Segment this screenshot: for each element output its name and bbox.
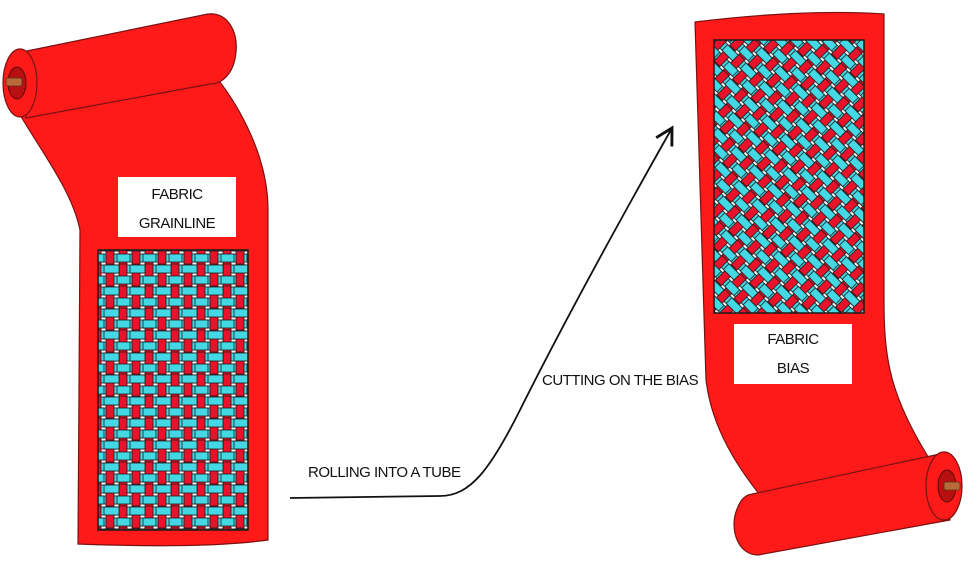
spindle-icon bbox=[6, 78, 22, 86]
left-fabric-label: FABRIC GRAINLINE bbox=[118, 177, 236, 237]
left-label-line1: FABRIC bbox=[151, 186, 203, 203]
arrow-line bbox=[290, 128, 672, 498]
step-rolling-label: ROLLING INTO A TUBE bbox=[308, 464, 461, 481]
left-weave-swatch bbox=[98, 250, 248, 530]
right-fabric: FABRIC BIAS bbox=[695, 12, 962, 555]
left-label-line2: GRAINLINE bbox=[139, 215, 216, 232]
right-label-line2: BIAS bbox=[777, 360, 810, 377]
left-fabric: FABRIC GRAINLINE bbox=[3, 14, 268, 546]
process-arrow: ROLLING INTO A TUBE CUTTING ON THE BIAS bbox=[290, 128, 699, 498]
right-fabric-label: FABRIC BIAS bbox=[734, 324, 852, 384]
right-weave-swatch bbox=[714, 40, 864, 313]
spindle-icon bbox=[944, 482, 960, 490]
right-label-line1: FABRIC bbox=[767, 331, 819, 348]
step-bias-label: CUTTING ON THE BIAS bbox=[542, 372, 699, 389]
